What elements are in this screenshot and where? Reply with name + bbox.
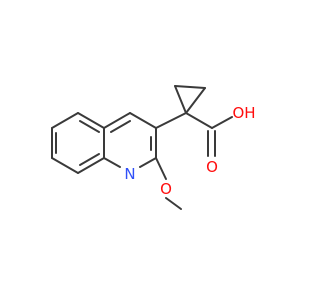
bond [51,157,79,174]
bond [155,112,187,129]
bond [174,85,206,89]
hydroxyl-label: OH [232,104,255,122]
bond [77,112,105,129]
ring-nitrogen-label: N [124,165,135,183]
bond-inner [110,120,131,133]
bond-inner [79,120,100,133]
bond [51,112,79,129]
atom-labels: OH O N O [124,104,255,198]
bond [103,157,121,168]
bond [174,85,187,114]
bond-inner [79,153,100,166]
methoxy-oxygen-label: O [160,180,172,198]
molecule-canvas: OH O N O [51,85,256,210]
bond [77,157,105,174]
carbonyl-oxygen-label: O [206,158,218,176]
bond [211,116,233,129]
bond [165,197,182,210]
structure-diagram: OH O N O [51,85,256,210]
bond [155,157,167,180]
bond [185,87,206,114]
bond [185,112,213,129]
bond [129,112,157,129]
bonds [51,85,233,210]
bond [139,157,157,168]
bond [103,112,131,129]
